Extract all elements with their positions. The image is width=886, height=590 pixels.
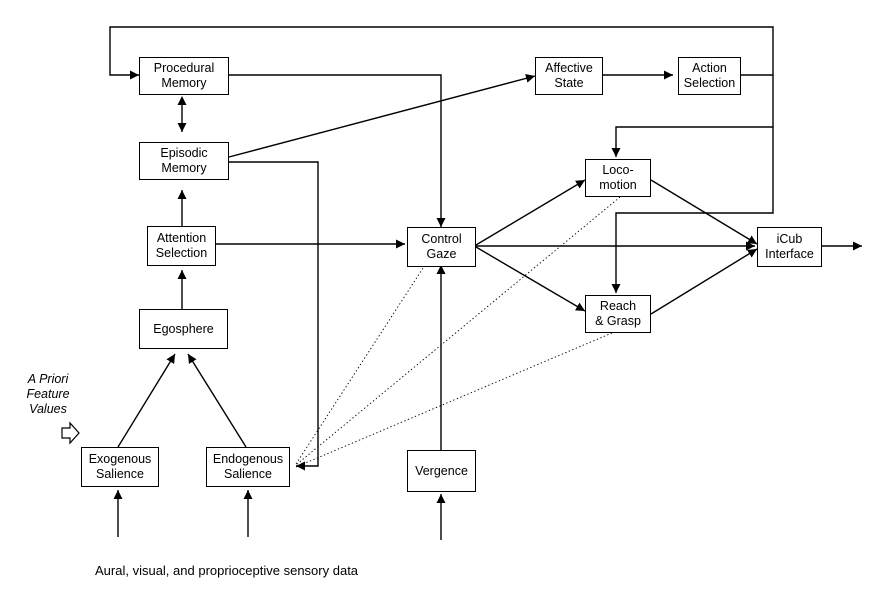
- node-locomotion: Loco- motion: [585, 159, 651, 197]
- sensory-data-caption: Aural, visual, and proprioceptive sensor…: [95, 563, 359, 578]
- edge-procedural-to-gaze: [229, 74, 446, 227]
- node-label: Egosphere: [153, 321, 214, 336]
- node-reach-grasp: Reach & Grasp: [585, 295, 651, 333]
- node-label: Affective State: [545, 61, 593, 90]
- dotted-reach-to-endogenous: [295, 332, 613, 468]
- node-vergence: Vergence: [407, 450, 476, 492]
- edge-action-to-reach: [611, 127, 774, 293]
- node-label: iCub Interface: [765, 232, 814, 261]
- node-action-selection: Action Selection: [678, 57, 741, 95]
- edge-action-to-locomotion: [611, 75, 774, 157]
- edge-episodic-to-endogenous: [229, 161, 319, 471]
- edge-endogenous-to-egosphere: [187, 353, 247, 448]
- dotted-gaze-to-endogenous: [295, 264, 426, 465]
- edge-gaze-to-locomotion: [475, 179, 586, 246]
- node-label: Episodic Memory: [160, 146, 208, 175]
- node-attention-selection: Attention Selection: [147, 226, 216, 266]
- dotted-locomotion-to-endogenous: [295, 196, 621, 466]
- node-label: Loco- motion: [599, 163, 637, 192]
- edge-reach-to-icub: [650, 248, 758, 315]
- edge-action-to-procedural: [109, 26, 774, 80]
- edge-episodic-to-affective: [228, 73, 536, 158]
- node-label: Attention Selection: [155, 231, 208, 260]
- node-episodic-memory: Episodic Memory: [139, 142, 229, 180]
- node-endogenous-salience: Endogenous Salience: [206, 447, 290, 487]
- a-priori-label: A Priori Feature Values: [26, 372, 70, 416]
- node-affective-state: Affective State: [535, 57, 603, 95]
- node-label: Reach & Grasp: [595, 299, 641, 328]
- node-label: Action Selection: [683, 61, 736, 90]
- node-label: Endogenous Salience: [212, 452, 284, 481]
- node-label: Procedural Memory: [153, 61, 215, 90]
- edge-gaze-to-reach: [475, 246, 586, 312]
- node-label: Exogenous Salience: [88, 452, 152, 481]
- node-control-gaze: Control Gaze: [407, 227, 476, 267]
- node-label: Vergence: [415, 463, 468, 478]
- node-label: Control Gaze: [421, 232, 462, 261]
- node-egosphere: Egosphere: [139, 309, 228, 349]
- node-icub-interface: iCub Interface: [757, 227, 822, 267]
- node-procedural-memory: Procedural Memory: [139, 57, 229, 95]
- edge-exogenous-to-egosphere: [117, 353, 176, 448]
- a-priori-arrow-icon: [61, 421, 80, 445]
- edge-locomotion-to-icub: [650, 179, 758, 245]
- node-exogenous-salience: Exogenous Salience: [81, 447, 159, 487]
